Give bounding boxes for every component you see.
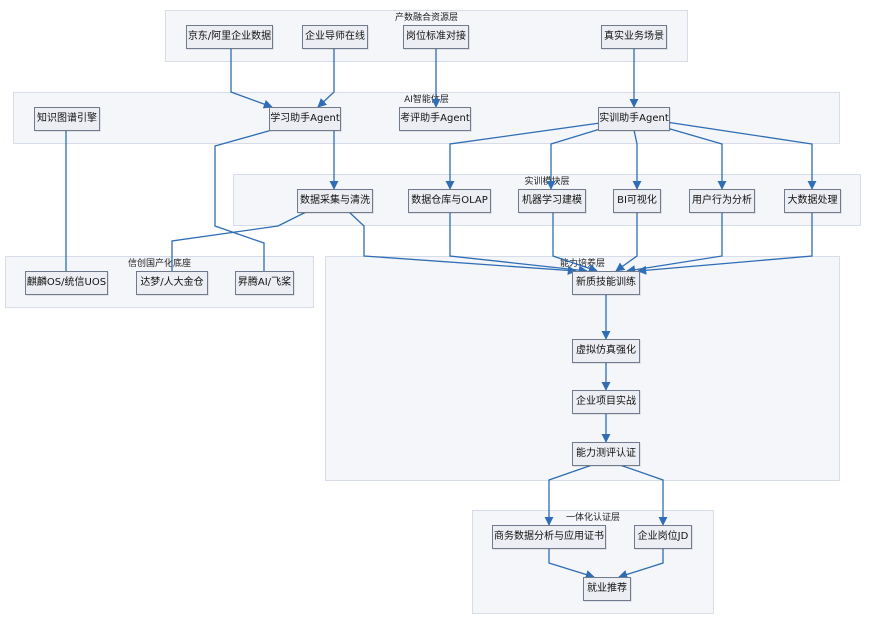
node-kg-engine[interactable]: 知识图谱引擎 <box>34 107 100 131</box>
node-employment[interactable]: 就业推荐 <box>583 577 631 601</box>
layer-resource-title: 产数融合资源层 <box>394 13 458 23</box>
layer-ability-title: 能力培养层 <box>559 259 605 269</box>
node-kylin-os[interactable]: 麒麟OS/统信UOS <box>25 271 108 295</box>
node-dw-olap[interactable]: 数据仓库与OLAP <box>408 189 491 213</box>
node-dameng-db[interactable]: 达梦/人大金仓 <box>136 271 208 295</box>
layer-certification-title: 一体化认证层 <box>565 513 620 523</box>
node-bigdata[interactable]: 大数据处理 <box>784 189 841 213</box>
node-learn-agent[interactable]: 学习助手Agent <box>269 107 341 131</box>
layer-xinchuang-title: 信创国产化底座 <box>127 259 191 269</box>
node-user-behavior[interactable]: 用户行为分析 <box>689 189 755 213</box>
node-ml-modeling[interactable]: 机器学习建模 <box>518 189 586 213</box>
node-real-scene[interactable]: 真实业务场景 <box>601 25 667 49</box>
node-ascend-ai[interactable]: 昇腾AI/飞桨 <box>235 271 294 295</box>
node-job-jd[interactable]: 企业岗位JD <box>634 525 692 549</box>
node-new-skill[interactable]: 新质技能训练 <box>572 271 640 295</box>
node-train-agent[interactable]: 实训助手Agent <box>598 107 670 131</box>
node-jd-ali-data[interactable]: 京东/阿里企业数据 <box>186 25 273 49</box>
node-job-standard[interactable]: 岗位标准对接 <box>403 25 469 49</box>
node-data-collect[interactable]: 数据采集与清洗 <box>297 189 373 213</box>
node-enterprise-project[interactable]: 企业项目实战 <box>572 390 640 414</box>
layer-ai-agent-title: AI智能体层 <box>404 95 449 105</box>
node-cert[interactable]: 商务数据分析与应用证书 <box>492 525 606 549</box>
node-eval-agent[interactable]: 考评助手Agent <box>399 107 471 131</box>
node-ability-eval[interactable]: 能力测评认证 <box>572 442 640 466</box>
node-enterprise-mentor[interactable]: 企业导师在线 <box>302 25 368 49</box>
layer-training-module-title: 实训模块层 <box>524 177 570 187</box>
node-virtual-sim[interactable]: 虚拟仿真强化 <box>572 339 640 363</box>
node-bi-visual[interactable]: BI可视化 <box>613 189 661 213</box>
